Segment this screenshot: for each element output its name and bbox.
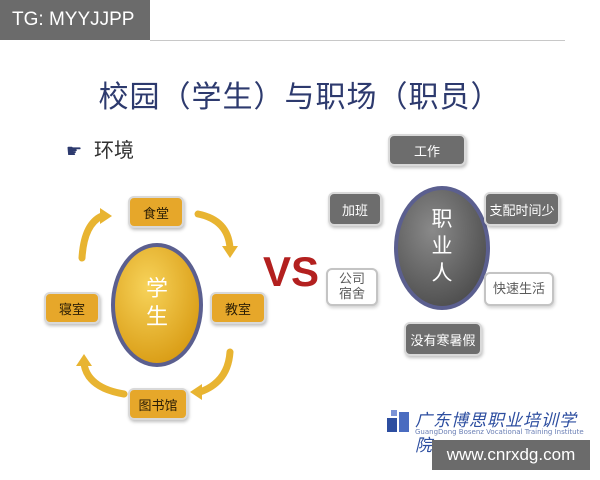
institute-logo: 广东博思职业培训学院 GuangDong Bosenz Vocational T…: [385, 406, 585, 456]
professional-label-line-2: 业: [431, 234, 453, 258]
header-divider: [150, 40, 565, 41]
student-label-line-2: 生: [145, 305, 168, 330]
student-center-label: 学 生: [135, 276, 179, 332]
institute-name-en: GuangDong Bosenz Vocational Training Ins…: [415, 428, 584, 436]
cycle-arrow-bottom-left: [80, 360, 128, 398]
node-classroom: 教室: [210, 292, 266, 324]
watermark-tag: TG: MYYJJPP: [0, 0, 150, 40]
student-circle: [111, 243, 203, 367]
node-dormitory: 寝室: [44, 292, 100, 324]
node-company-dorm: 公司宿舍: [326, 268, 378, 306]
professional-center-label: 职 业 人: [420, 206, 464, 287]
professional-label-line-3: 人: [431, 261, 453, 285]
cycle-arrow-top-left: [78, 212, 106, 262]
vs-label: VS: [263, 248, 320, 295]
slide-title: 校园（学生）与职场（职员）: [98, 80, 502, 115]
cycle-arrow-bottom-right: [196, 348, 234, 396]
arrowhead-top-left: [100, 208, 112, 224]
node-less-free-time: 支配时间少: [484, 192, 560, 226]
bullet-text: 环境: [94, 138, 134, 162]
arrowhead-top-right: [222, 246, 238, 258]
student-label-line-1: 学: [145, 277, 168, 302]
arrowhead-bottom-right: [190, 384, 202, 400]
node-fast-life: 快速生活: [484, 272, 554, 306]
url-watermark: www.cnrxdg.com: [432, 440, 590, 470]
node-overtime: 加班: [328, 192, 382, 226]
cycle-arrow-top-right: [194, 210, 234, 252]
institute-logo-mark: [387, 410, 409, 432]
pointing-hand-icon: ☛: [66, 141, 83, 162]
professional-label-line-1: 职: [431, 207, 453, 231]
node-library: 图书馆: [128, 388, 188, 420]
node-canteen: 食堂: [128, 196, 184, 228]
bullet-item: ☛ 环境: [66, 134, 134, 163]
arrowhead-bottom-left: [76, 354, 92, 366]
institute-name-cn: 广东博思职业培训学院: [415, 411, 577, 456]
node-no-vacation: 没有寒暑假: [404, 322, 482, 356]
node-work: 工作: [388, 134, 466, 166]
professional-circle: [394, 186, 490, 310]
